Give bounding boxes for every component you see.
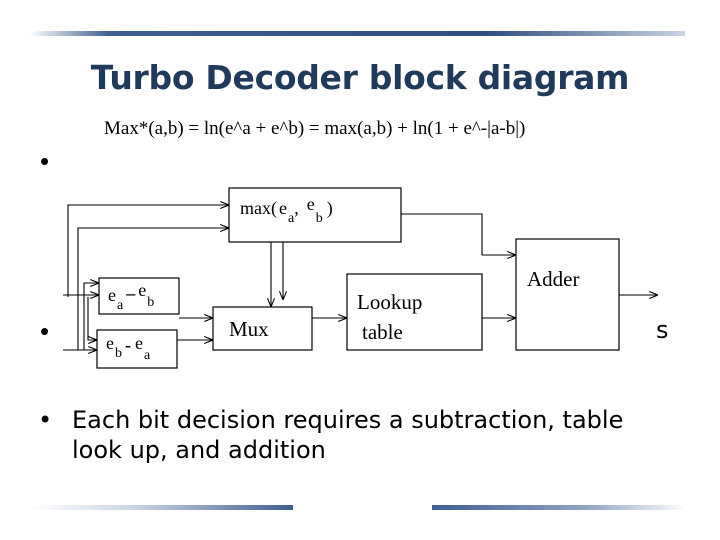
bullet-2-fragment: s [656,316,669,344]
feed-max-bottom-line [77,228,229,350]
slide-title: Turbo Decoder block diagram [90,58,630,97]
bottom-right-accent-bar [432,505,687,510]
adder-label: Adder [527,267,579,291]
subtract-b-a-block [96,329,178,369]
subtract-b-a-label: eb-ea [106,333,151,363]
bullet-1-dot: • [40,146,50,176]
bullet-3-dot: • [38,406,53,434]
max-label: max(ea,eb) [240,194,333,226]
bullet-3: • Each bit decision requires a subtracti… [38,405,678,465]
adder-block [515,238,620,351]
mux-block [212,306,313,351]
max-block [228,187,402,243]
feed-max-top-line [67,205,229,297]
lookup-table-block [346,273,483,351]
bottom-left-accent-bar [30,505,293,510]
subtract-a-b-label: ea–eb [108,280,154,313]
feed-sub-bottom-line [87,297,97,340]
subtract-a-b-block [98,277,180,315]
top-accent-bar [30,31,685,36]
max-star-formula: Max*(a,b) = ln(e^a + e^b) = max(a,b) + l… [104,118,526,139]
lookup-label-line2: table [362,320,403,344]
lookup-label-line1: Lookup [357,290,422,314]
mux-label: Mux [229,317,269,341]
bullet-2-dot: • [40,316,50,346]
max-to-adder-line [401,213,516,255]
bullet-3-text: Each bit decision requires a subtraction… [72,406,624,464]
feed-sub-top-line [83,283,99,350]
